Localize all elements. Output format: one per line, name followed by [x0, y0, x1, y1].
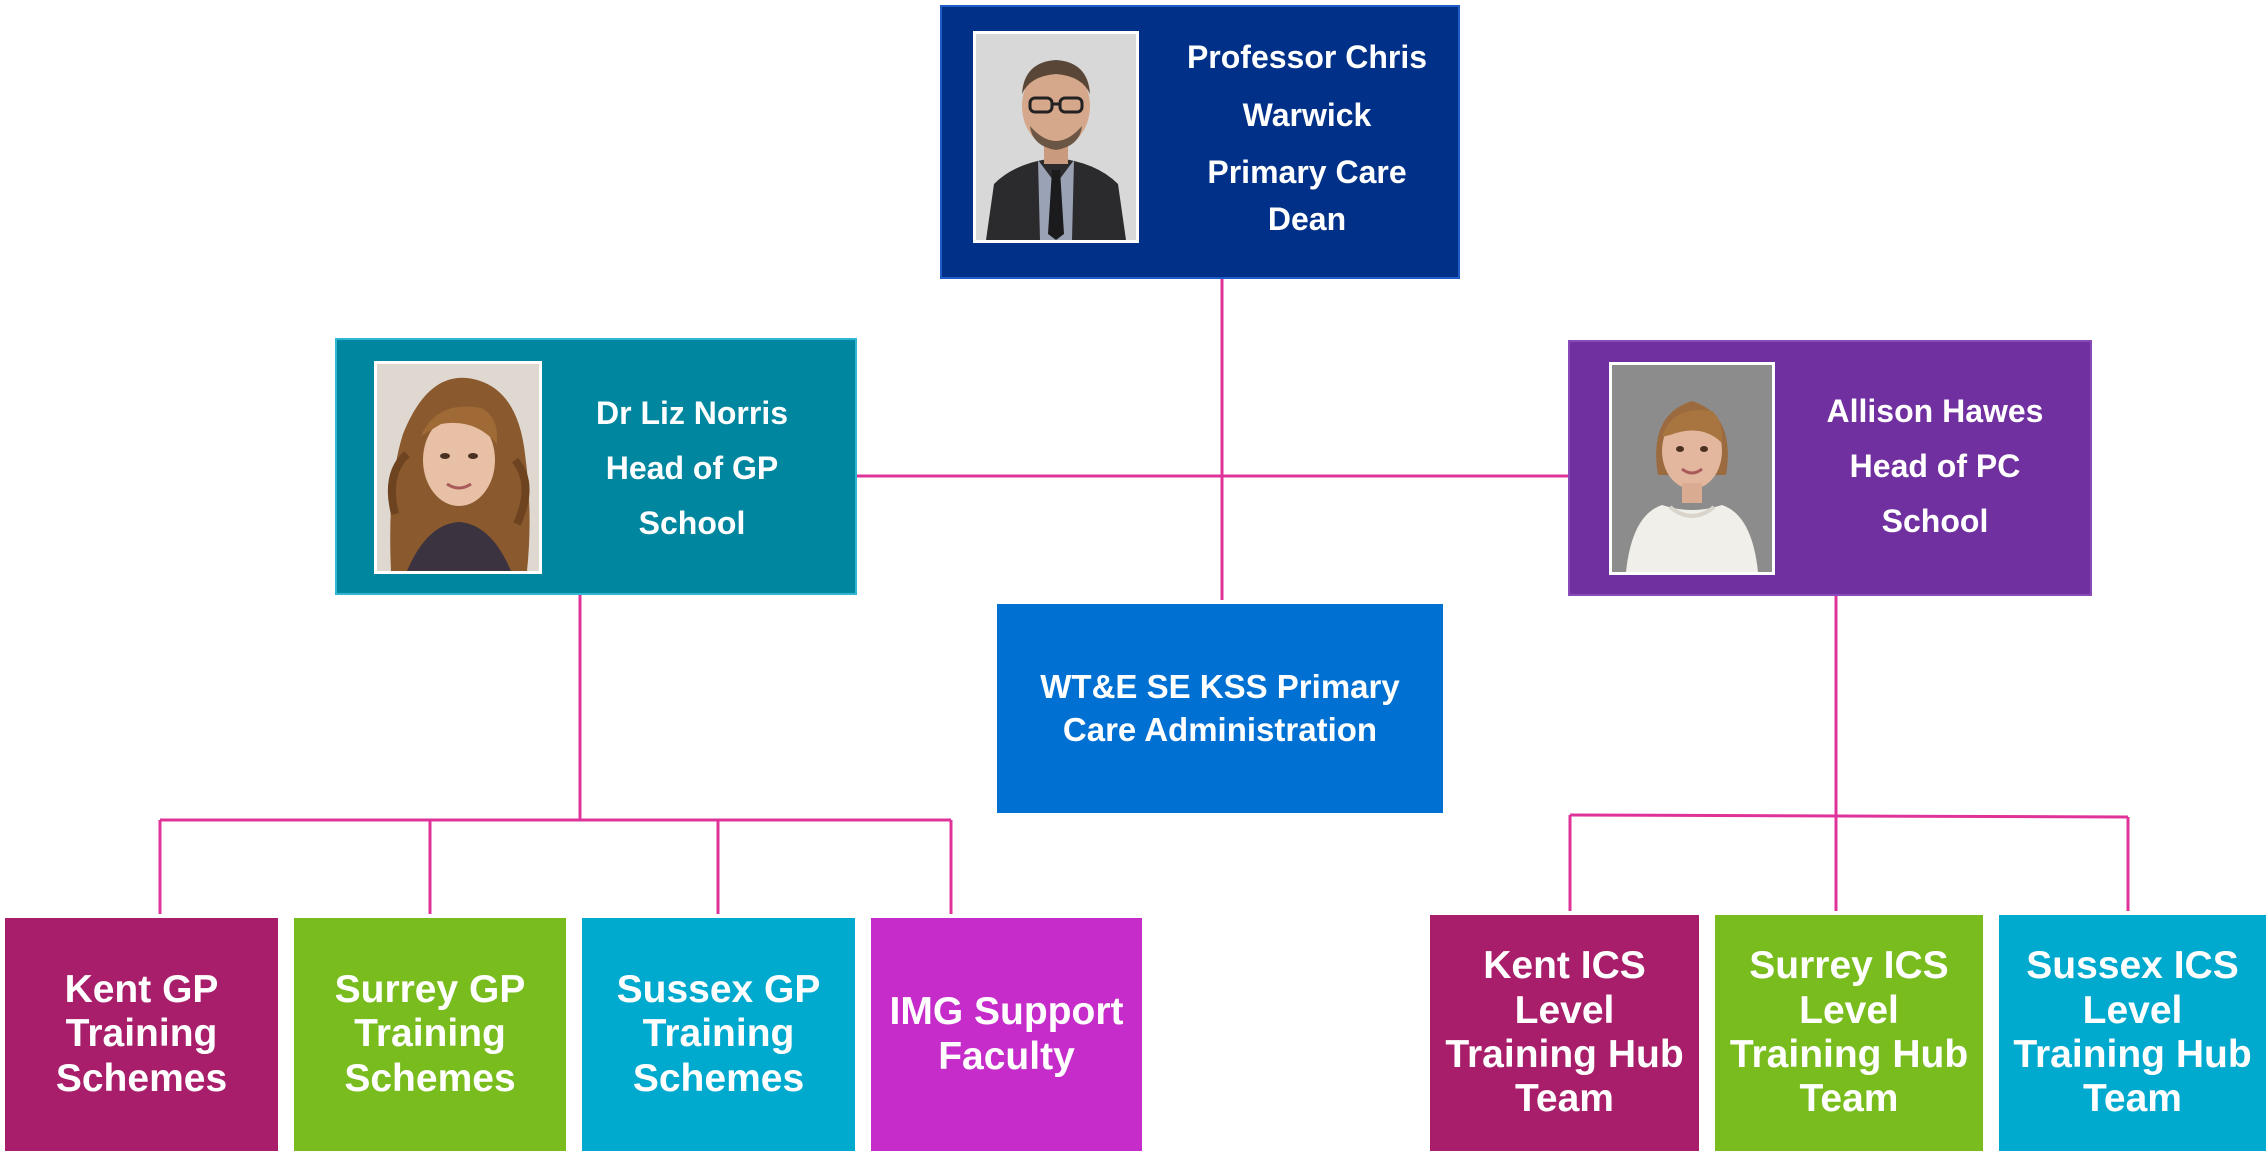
sussex-ics-line-4: Team — [2083, 1077, 2182, 1121]
surrey-gp-training-schemes-box: Surrey GP Training Schemes — [294, 918, 566, 1151]
surrey-ics-line-1: Surrey ICS — [1749, 944, 1949, 988]
connector-pc-horizontal — [1569, 813, 2129, 819]
dean-line-2: Warwick — [1242, 96, 1372, 133]
dean-line-3: Primary Care — [1207, 154, 1407, 191]
surrey-gp-line-3: Schemes — [344, 1056, 516, 1100]
man-portrait-icon — [973, 31, 1139, 243]
dean-line-4: Dean — [1267, 200, 1347, 237]
admin-line-2: Care Administration — [1062, 710, 1378, 748]
sussex-ics-line-1: Sussex ICS — [2026, 944, 2239, 988]
kent-gp-line-2: Training — [65, 1012, 218, 1056]
kent-gp-training-schemes-box: Kent GP Training Schemes — [5, 918, 278, 1151]
kent-ics-training-hub-box: Kent ICS Level Training Hub Team — [1430, 915, 1699, 1151]
surrey-ics-line-3: Training Hub — [1729, 1033, 1969, 1076]
surrey-gp-line-2: Training — [354, 1012, 506, 1056]
img-support-faculty-box: IMG Support Faculty — [871, 918, 1142, 1151]
gp-head-card: Dr Liz Norris Head of GP School — [335, 338, 857, 595]
sussex-ics-line-2: Level — [2082, 988, 2183, 1032]
sussex-gp-line-1: Sussex GP — [616, 967, 821, 1011]
woman-portrait-icon — [1609, 362, 1775, 575]
gp-head-line-1: Dr Liz Norris — [595, 395, 789, 431]
dean-name-title: Professor Chris Warwick Primary Care Dea… — [1167, 29, 1447, 237]
pc-head-card: Allison Hawes Head of PC School — [1568, 340, 2092, 596]
img-line-1: IMG Support — [889, 990, 1124, 1034]
surrey-ics-line-4: Team — [1799, 1077, 1899, 1121]
kent-ics-line-4: Team — [1515, 1077, 1614, 1121]
gp-head-line-3: School — [638, 505, 746, 542]
kent-ics-line-3: Training Hub — [1445, 1033, 1684, 1076]
pc-head-line-2: Head of PC — [1849, 448, 2021, 485]
sussex-gp-line-3: Schemes — [632, 1056, 805, 1100]
kent-ics-line-2: Level — [1514, 988, 1615, 1032]
img-line-2: Faculty — [938, 1034, 1075, 1078]
pc-head-line-1: Allison Hawes — [1826, 393, 2044, 429]
dean-line-1: Professor Chris — [1186, 39, 1428, 75]
pc-head-line-3: School — [1881, 503, 1989, 540]
sussex-ics-training-hub-box: Sussex ICS Level Training Hub Team — [1999, 915, 2266, 1151]
admin-line-1: WT&E SE KSS Primary — [1040, 667, 1400, 705]
kent-ics-line-1: Kent ICS — [1483, 944, 1646, 988]
kent-gp-line-3: Schemes — [55, 1056, 228, 1100]
gp-head-line-2: Head of GP — [605, 450, 779, 487]
surrey-gp-line-1: Surrey GP — [334, 967, 526, 1011]
sussex-ics-line-3: Training Hub — [2013, 1033, 2252, 1076]
gp-head-name-title: Dr Liz Norris Head of GP School — [577, 386, 807, 551]
surrey-ics-line-2: Level — [1799, 988, 1899, 1032]
admin-box: WT&E SE KSS Primary Care Administration — [997, 604, 1443, 813]
woman-curly-hair-portrait-icon — [374, 361, 542, 574]
dean-card: Professor Chris Warwick Primary Care Dea… — [940, 5, 1460, 279]
sussex-gp-line-2: Training — [642, 1012, 795, 1056]
pc-head-name-title: Allison Hawes Head of PC School — [1815, 384, 2055, 549]
surrey-ics-training-hub-box: Surrey ICS Level Training Hub Team — [1715, 915, 1983, 1151]
kent-gp-line-1: Kent GP — [64, 967, 219, 1011]
sussex-gp-training-schemes-box: Sussex GP Training Schemes — [582, 918, 855, 1151]
